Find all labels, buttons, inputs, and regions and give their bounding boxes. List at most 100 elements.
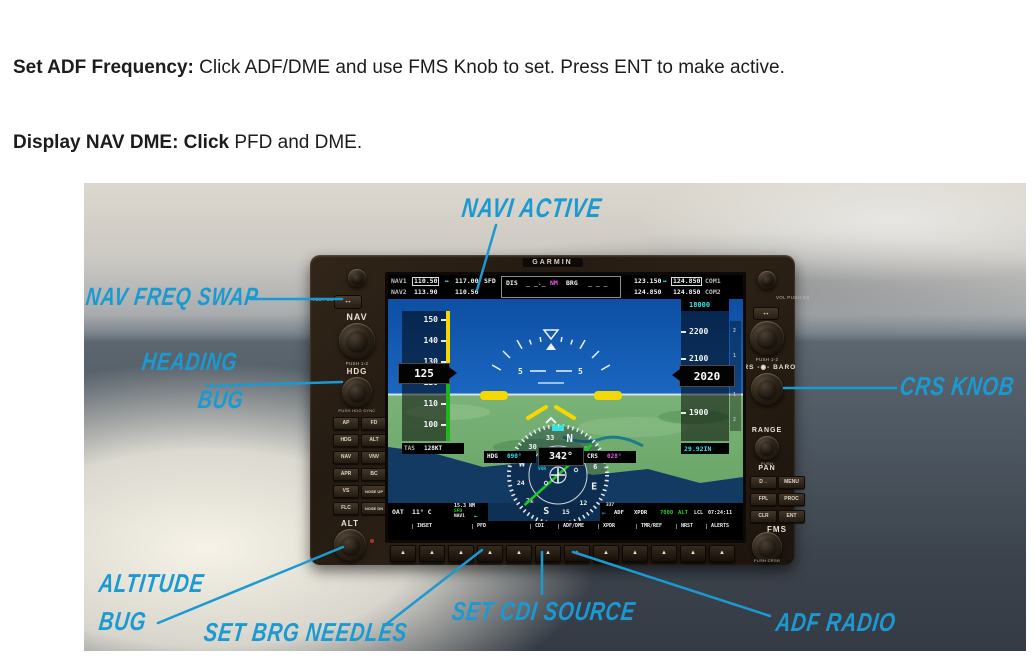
instruction-line-2: Display NAV DME: Click PFD and DME. xyxy=(13,132,362,154)
softkey-label-xpdr: XPDR xyxy=(598,524,615,529)
callout-set-cdi-source: SET CDI SOURCE xyxy=(450,596,638,626)
lcl-label: LCL xyxy=(694,510,704,516)
softkey-button-2[interactable]: ▲ xyxy=(419,545,445,562)
instruction-line-1: Set ADF Frequency: Click ADF/DME and use… xyxy=(13,57,785,79)
dis-value: _ _._ xyxy=(526,279,546,287)
direct-to-button[interactable]: D→ xyxy=(750,476,777,489)
clr-button[interactable]: CLR xyxy=(750,510,777,523)
softkey-button-8[interactable]: ▲ xyxy=(593,545,619,562)
svg-text:N: N xyxy=(566,432,573,445)
callout-heading-line2: BUG xyxy=(196,386,246,414)
svg-text:24: 24 xyxy=(517,479,525,487)
altitude-tick: 2100 xyxy=(689,354,709,363)
pan-push-label: PUSH xyxy=(760,461,774,466)
svg-text:E: E xyxy=(591,482,597,493)
afcs-nav-button[interactable]: NAV xyxy=(333,451,359,464)
brg1-station: SFD xyxy=(454,509,463,514)
com-vol-knob[interactable] xyxy=(758,271,776,289)
softkey-button-11[interactable]: ▲ xyxy=(680,545,706,562)
garmin-logo: GARMIN xyxy=(522,258,583,267)
nav-freq-swap-button[interactable]: ↔ xyxy=(334,295,362,309)
callout-nav1-active: NAVI ACTIVE xyxy=(460,193,604,223)
softkey-button-9[interactable]: ▲ xyxy=(622,545,648,562)
altitude-tick: 1900 xyxy=(689,408,709,417)
com-knob[interactable] xyxy=(750,321,784,355)
afcs-nose-up-button[interactable]: NOSE UP xyxy=(361,485,387,498)
status-bar-right: 337 ⇐ ADF XPDR 7000 ALT LCL 07:24:11 xyxy=(600,503,743,521)
afcs-nose-dn-button[interactable]: NOSE DN xyxy=(361,502,387,515)
nav-knob[interactable] xyxy=(339,323,375,359)
callout-altitude-line1: ALTITUDE xyxy=(97,568,206,598)
roll-pointer xyxy=(542,329,560,341)
com2-label: COM2 xyxy=(705,288,721,296)
airspeed-pointer: 125 xyxy=(398,363,457,384)
nav-status-box: DIS _ _._ NM BRG _ _ _ xyxy=(501,276,621,298)
instruction-line-1-text: Click ADF/DME and use FMS Knob to set. P… xyxy=(193,57,785,78)
nav1-standby-freq: 110.50 xyxy=(412,277,440,286)
afcs-vs-button[interactable]: VS xyxy=(333,485,359,498)
menu-button[interactable]: MENU xyxy=(778,476,805,489)
softkey-button-1[interactable]: ▲ xyxy=(390,545,416,562)
afcs-ap-button[interactable]: AP xyxy=(333,417,359,430)
softkey-button-6[interactable]: ▲ xyxy=(535,545,561,562)
ent-button[interactable]: ENT xyxy=(778,510,805,523)
com2-standby-freq: 124.850 xyxy=(673,288,701,296)
pitch-num-left: 5 xyxy=(518,367,523,376)
swap-arrows-icon: ↔ xyxy=(762,308,770,317)
fpl-button[interactable]: FPL xyxy=(750,493,777,506)
crs-baro-knob[interactable] xyxy=(751,373,783,405)
com-knob-push-label: PUSH 1-2 xyxy=(755,357,779,362)
afcs-fd-button[interactable]: FD xyxy=(361,417,387,430)
status-bar-left: OAT 11° C 15.3 NM SFD NAV1 ← xyxy=(388,503,488,521)
nav-vol-knob[interactable] xyxy=(348,269,366,287)
dis-label: DIS xyxy=(506,279,518,287)
nav-knob-label: NAV xyxy=(346,312,368,322)
softkey-button-12[interactable]: ▲ xyxy=(709,545,735,562)
instruction-line-2-bold: Display NAV DME: Click xyxy=(13,132,230,153)
proc-button[interactable]: PROC xyxy=(778,493,805,506)
com-vol-label: VOL PUSH SQ xyxy=(776,295,810,300)
softkey-triangle-icon: ▲ xyxy=(632,550,638,556)
softkey-button-7[interactable]: ▲ xyxy=(564,545,590,562)
hdg-knob[interactable] xyxy=(342,377,372,407)
svg-text:W: W xyxy=(519,458,526,469)
afcs-hdg-button[interactable]: HDG xyxy=(333,434,359,447)
callout-adf-radio: ADF RADIO xyxy=(774,607,898,637)
callout-set-brg-needles: SET BRG NEEDLES xyxy=(202,617,410,647)
svg-text:6: 6 xyxy=(593,463,597,471)
instruction-line-1-bold: Set ADF Frequency: xyxy=(13,57,194,78)
svg-text:VOR: VOR xyxy=(538,466,546,472)
com-freq-swap-button[interactable]: ↔ xyxy=(753,307,779,320)
softkey-label-alerts: ALERTS xyxy=(706,524,729,529)
afcs-apr-button[interactable]: APR xyxy=(333,468,359,481)
lcl-time: 07:24:11 xyxy=(708,510,733,516)
softkey-button-3[interactable]: ▲ xyxy=(448,545,474,562)
alt-knob[interactable] xyxy=(334,529,366,561)
frequency-bar: NAV1 110.50 ↔ 117.00 SFD NAV2 113.90 110… xyxy=(388,275,743,299)
afcs-bc-button[interactable]: BC xyxy=(361,468,387,481)
range-joystick[interactable] xyxy=(755,436,779,460)
roll-scale xyxy=(491,336,611,371)
baro-box: 29.92IN xyxy=(681,443,729,454)
afcs-vnv-button[interactable]: VNV xyxy=(361,451,387,464)
softkey-triangle-icon: ▲ xyxy=(400,550,406,556)
nav1-station-id: SFD xyxy=(484,277,496,285)
softkey-label-tmr-ref: TMR/REF xyxy=(636,524,662,529)
softkey-button-10[interactable]: ▲ xyxy=(651,545,677,562)
softkey-triangle-icon: ▲ xyxy=(429,550,435,556)
airspeed-tick: 140 xyxy=(423,336,438,345)
afcs-alt-button[interactable]: ALT xyxy=(361,434,387,447)
softkey-triangle-icon: ▲ xyxy=(516,550,522,556)
softkey-button-5[interactable]: ▲ xyxy=(506,545,532,562)
freq-swap-arrows-icon: ↔ xyxy=(445,277,449,285)
instruction-line-2-text: PFD and DME. xyxy=(229,132,363,153)
brg2-pointer-icon: ⇐ xyxy=(602,510,606,517)
annotated-photo: GARMIN VOL PUSH ID ↔ NAV PUSH 1-2 HDG PU… xyxy=(84,183,1026,651)
aircraft-symbol xyxy=(551,468,565,483)
nav2-active-freq: 110.50 xyxy=(455,288,479,296)
softkey-button-4[interactable]: ▲ xyxy=(477,545,503,562)
softkey-label-inset: INSET xyxy=(412,524,432,529)
afcs-flc-button[interactable]: FLC xyxy=(333,502,359,515)
crs-baro-label: CRS -◉- BARO xyxy=(737,364,797,371)
freq-swap-arrows-icon: ↔ xyxy=(663,277,667,285)
